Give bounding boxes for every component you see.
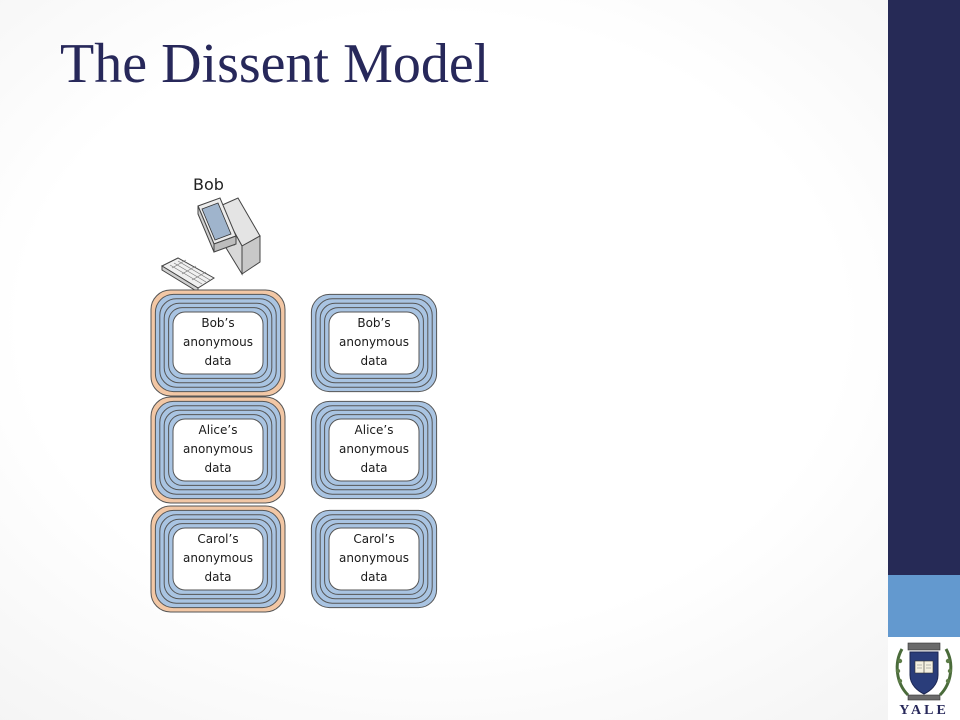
message-box bbox=[172, 311, 264, 375]
message-box bbox=[328, 311, 420, 375]
logo-area: YALE bbox=[888, 637, 960, 720]
message-box bbox=[328, 418, 420, 482]
message-label-line: Bob’s bbox=[357, 316, 391, 330]
message-label-line: data bbox=[360, 461, 388, 475]
computer-icon bbox=[160, 197, 261, 293]
message-label-line: anonymous bbox=[183, 442, 253, 456]
message-label-line: anonymous bbox=[339, 442, 409, 456]
message-label-line: Alice’s bbox=[198, 423, 238, 437]
yale-shield-icon bbox=[895, 642, 953, 701]
message-label-line: data bbox=[204, 461, 232, 475]
message-label: Bob’s anonymous data bbox=[172, 314, 264, 371]
message-box bbox=[172, 418, 264, 482]
yale-wordmark: YALE bbox=[899, 703, 949, 718]
message-label: Alice’s anonymous data bbox=[328, 421, 420, 478]
message-label-line: data bbox=[204, 570, 232, 584]
message-layers bbox=[150, 289, 438, 613]
message-label-line: data bbox=[204, 354, 232, 368]
message-label-line: anonymous bbox=[339, 335, 409, 349]
message-label-line: anonymous bbox=[339, 551, 409, 565]
message-label: Bob’s anonymous data bbox=[328, 314, 420, 371]
message-label-line: Alice’s bbox=[354, 423, 394, 437]
message-label-line: Bob’s bbox=[201, 316, 235, 330]
message-label: Carol’s anonymous data bbox=[172, 530, 264, 587]
message-label-line: data bbox=[360, 570, 388, 584]
message-label-line: Carol’s bbox=[197, 532, 239, 546]
message-box bbox=[172, 527, 264, 591]
sidebar-accent bbox=[888, 575, 960, 637]
message-label: Alice’s anonymous data bbox=[172, 421, 264, 478]
message-label-line: Carol’s bbox=[353, 532, 395, 546]
message-label-line: data bbox=[360, 354, 388, 368]
message-label-line: anonymous bbox=[183, 551, 253, 565]
slide-title: The Dissent Model bbox=[60, 33, 490, 95]
user-label-bob: Bob bbox=[193, 175, 224, 194]
message-box bbox=[328, 527, 420, 591]
message-label: Carol’s anonymous data bbox=[328, 530, 420, 587]
message-label-line: anonymous bbox=[183, 335, 253, 349]
